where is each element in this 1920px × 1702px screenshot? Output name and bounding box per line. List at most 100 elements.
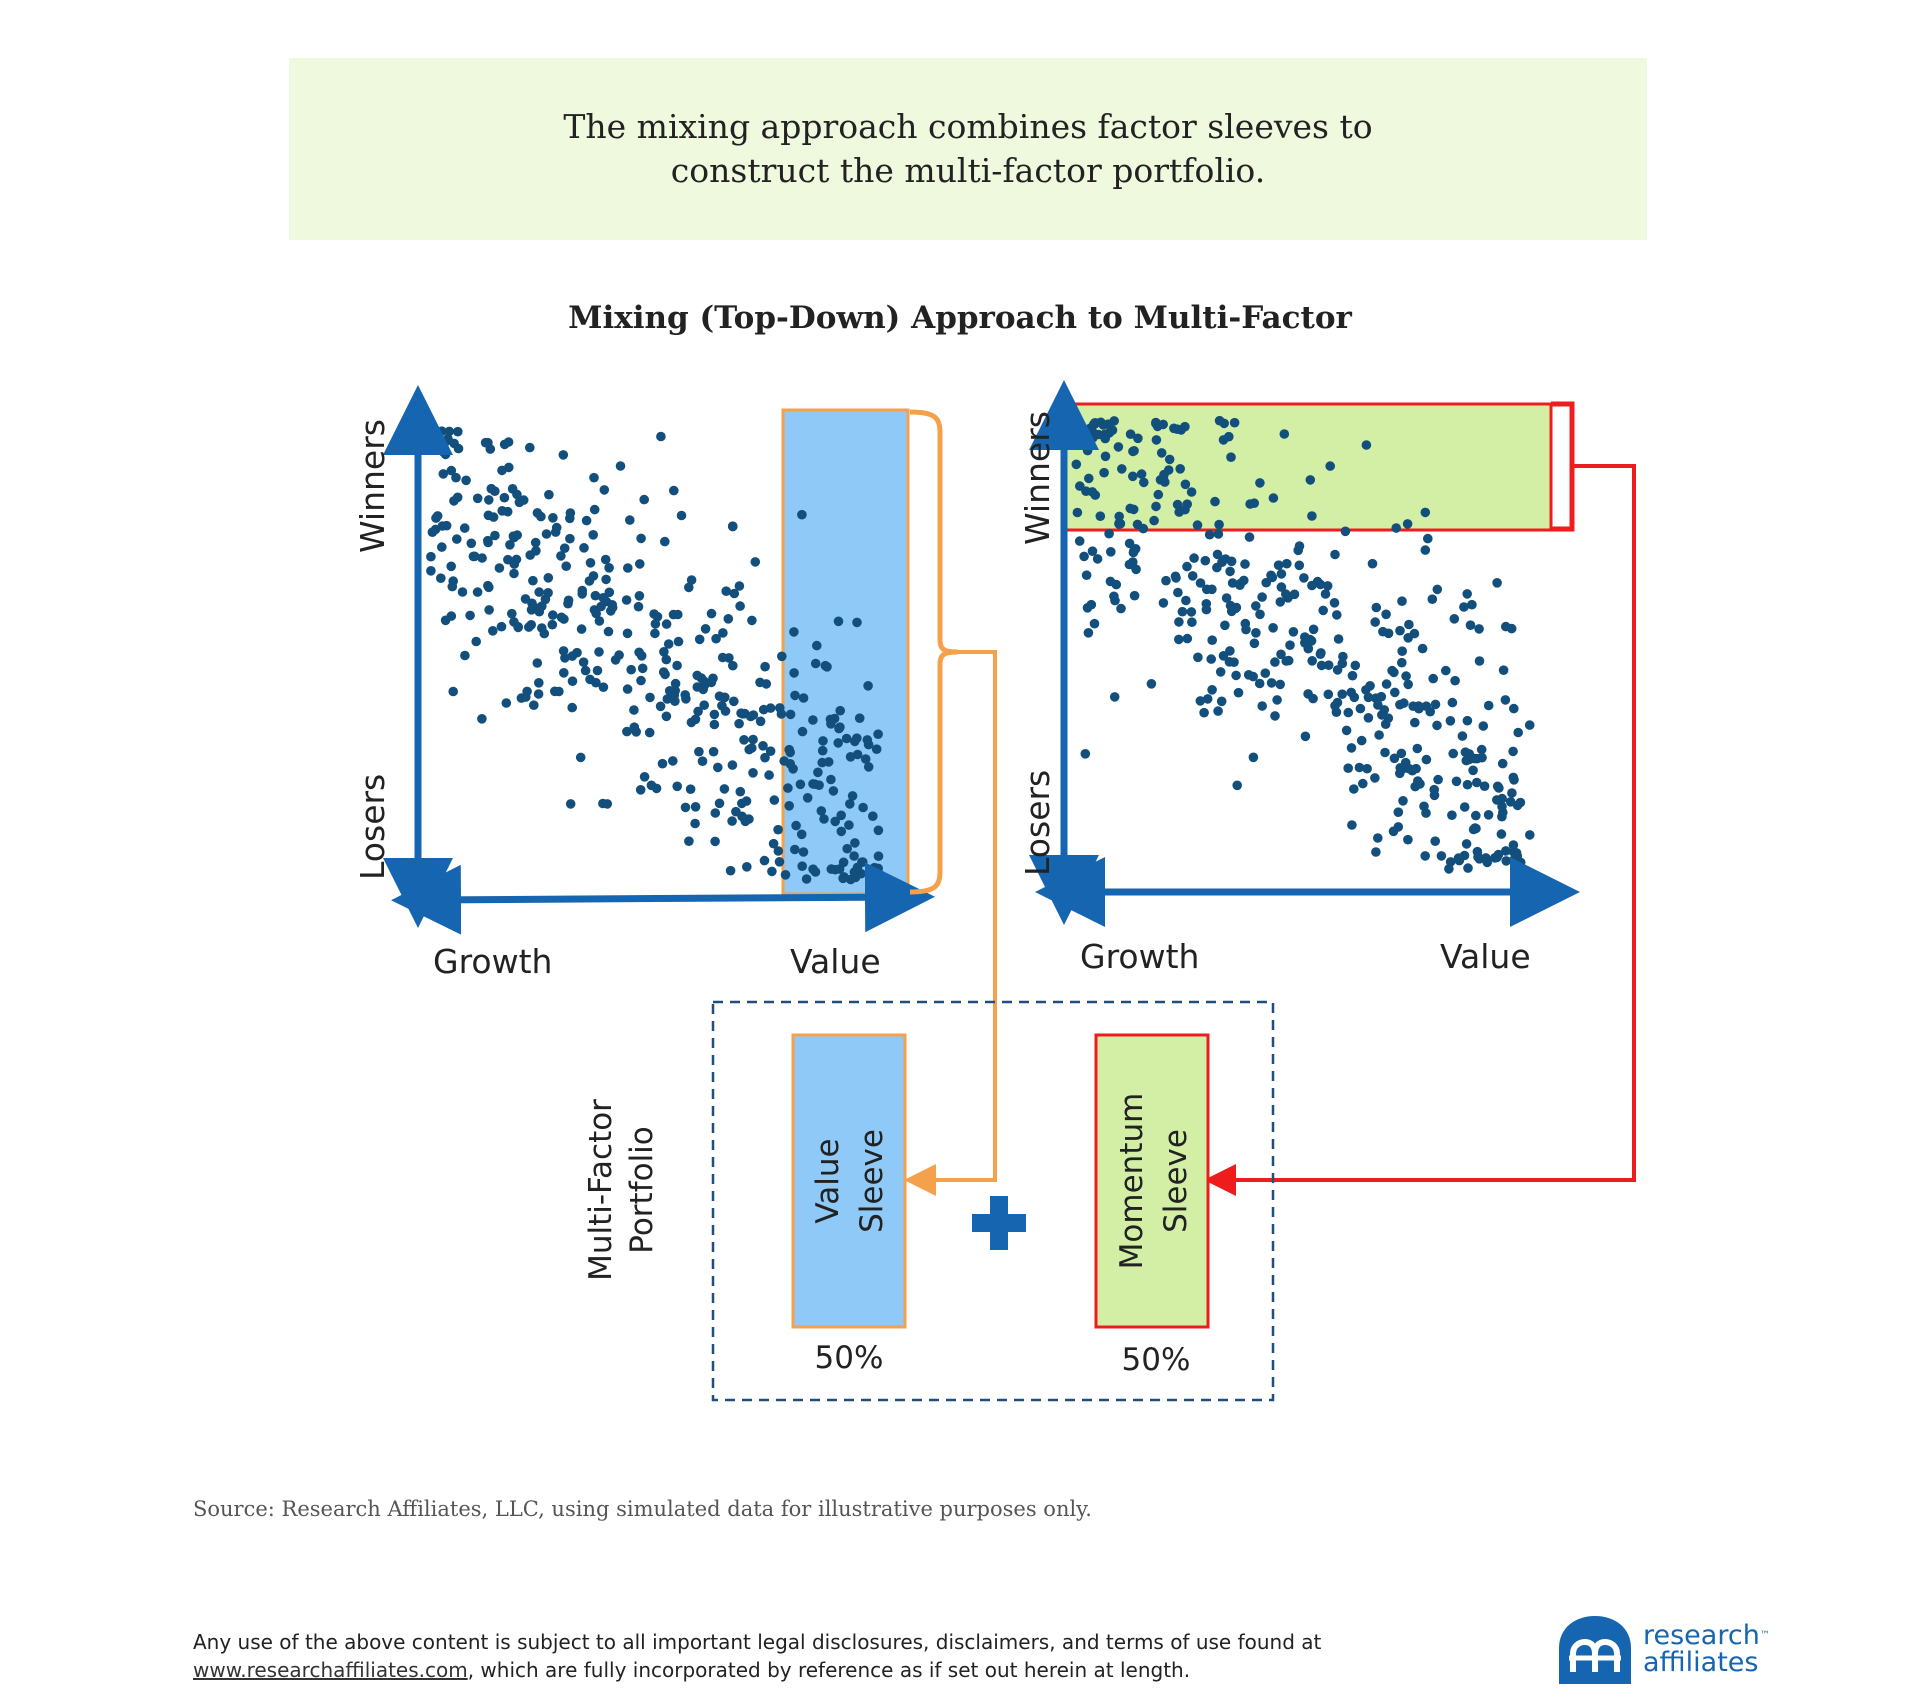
value-sleeve-label-line1: Value xyxy=(810,1138,846,1223)
scatter-dot xyxy=(1288,627,1299,637)
scatter-dot xyxy=(1401,671,1411,681)
scatter-dot xyxy=(1257,701,1267,711)
scatter-dot xyxy=(1255,478,1265,488)
scatter-dot xyxy=(713,762,723,773)
scatter-dot xyxy=(602,799,613,809)
scatter-dot xyxy=(1294,560,1305,571)
scatter-dot xyxy=(842,843,852,854)
scatter-dot xyxy=(1106,547,1116,557)
scatter-dot xyxy=(585,674,595,685)
scatter-dot xyxy=(1460,747,1471,757)
scatter-dot xyxy=(639,772,650,782)
scatter-dot xyxy=(1380,747,1390,758)
scatter-dot xyxy=(426,551,436,562)
scatter-dot xyxy=(819,814,829,824)
scatter-dot xyxy=(1393,822,1404,832)
scatter-dot xyxy=(1474,656,1485,666)
scatter-dot xyxy=(484,582,494,593)
scatter-dot xyxy=(845,799,855,809)
scatter-dot xyxy=(1390,687,1400,698)
scatter-dot xyxy=(1318,605,1328,616)
scatter-dot xyxy=(844,820,854,830)
scatter-dot xyxy=(1146,679,1157,689)
scatter-dot xyxy=(1125,429,1136,440)
scatter-dot xyxy=(841,733,852,744)
scatter-dot xyxy=(1361,685,1371,695)
scatter-dot xyxy=(1138,523,1149,534)
scatter-dot xyxy=(1282,558,1292,569)
scatter-dot xyxy=(765,746,776,756)
scatter-dot xyxy=(810,658,821,669)
scatter-dot xyxy=(1255,609,1265,620)
scatter-dot xyxy=(575,752,586,763)
scatter-dot xyxy=(1273,560,1284,570)
scatter-dot xyxy=(1151,435,1162,445)
scatter-dot xyxy=(1139,477,1149,488)
scatter-dot xyxy=(1214,415,1225,426)
scatter-dot xyxy=(524,622,534,632)
momentum-bracket xyxy=(1551,401,1575,532)
scatter-dot xyxy=(1432,584,1443,595)
scatter-dot xyxy=(1325,461,1335,471)
scatter-dot xyxy=(525,550,535,560)
scatter-dot xyxy=(1099,467,1109,478)
scatter-dot xyxy=(839,872,849,882)
scatter-dot xyxy=(1202,694,1213,704)
scatter-dot xyxy=(764,770,774,780)
scatter-dot xyxy=(1461,839,1472,849)
scatter-dot xyxy=(436,573,446,583)
scatter-dot xyxy=(727,760,738,770)
scatter-dot xyxy=(465,610,475,621)
scatter-dot xyxy=(780,870,791,880)
disclaimer-line2: , which are fully incorporated by refere… xyxy=(467,1658,1191,1682)
scatter-dot xyxy=(1362,763,1372,774)
research-affiliates-logo: research™ affiliates xyxy=(1555,1614,1770,1684)
scatter-dot xyxy=(835,705,845,716)
scatter-dot xyxy=(509,568,519,579)
scatter-dot xyxy=(1513,727,1523,738)
scatter-dot xyxy=(744,744,754,755)
left-y-label-losers: Losers xyxy=(353,774,392,880)
scatter-dot xyxy=(694,634,705,645)
scatter-dot xyxy=(603,626,614,637)
scatter-dot xyxy=(591,608,601,619)
scatter-dot xyxy=(446,611,457,621)
scatter-dot xyxy=(494,563,505,573)
scatter-dot xyxy=(1199,707,1209,718)
website-link[interactable]: www.researchaffiliates.com xyxy=(193,1658,468,1682)
scatter-dot xyxy=(1231,670,1241,681)
scatter-dot xyxy=(1071,459,1082,470)
scatter-dot xyxy=(1124,538,1135,549)
scatter-dot xyxy=(1272,695,1282,705)
scatter-dot xyxy=(1471,823,1481,834)
scatter-dot xyxy=(812,640,822,651)
scatter-dot xyxy=(1498,665,1509,675)
scatter-dot xyxy=(1412,743,1423,754)
scatter-dot xyxy=(505,540,515,550)
scatter-dot xyxy=(507,608,517,619)
scatter-dot xyxy=(1103,419,1113,430)
scatter-dot xyxy=(774,857,785,867)
logo-trademark: ™ xyxy=(1759,1630,1770,1641)
figure-title: Mixing (Top-Down) Approach to Multi-Fact… xyxy=(568,300,1352,336)
logo-wordmark: research™ affiliates xyxy=(1643,1622,1770,1676)
header-banner: The mixing approach combines factor slee… xyxy=(289,58,1647,240)
momentum-sleeve-box xyxy=(1094,1033,1210,1329)
scatter-dot xyxy=(580,665,591,676)
scatter-dot xyxy=(496,621,507,632)
scatter-dot xyxy=(1095,511,1106,521)
scatter-dot xyxy=(1276,582,1287,592)
scatter-dot xyxy=(452,534,462,544)
scatter-dot xyxy=(1156,448,1167,458)
scatter-dot xyxy=(636,533,646,544)
scatter-dot xyxy=(1509,855,1519,865)
scatter-dot xyxy=(528,575,538,586)
scatter-dot xyxy=(796,829,807,840)
scatter-dot xyxy=(1497,758,1508,769)
scatter-dot xyxy=(1381,609,1391,620)
scatter-dot xyxy=(1275,679,1285,690)
scatter-dot xyxy=(694,746,704,757)
scatter-dot xyxy=(755,677,765,688)
scatter-dot xyxy=(1524,720,1535,730)
scatter-dot xyxy=(565,533,575,544)
